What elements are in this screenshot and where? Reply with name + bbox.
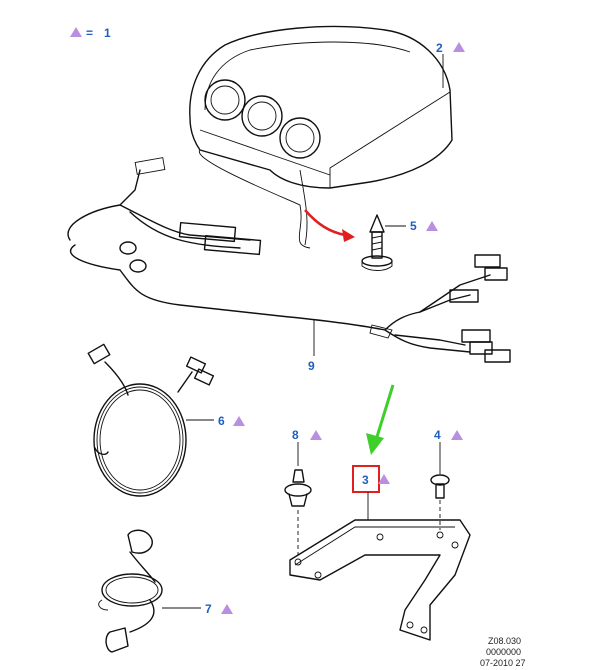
svg-text:Z08.030: Z08.030: [488, 636, 521, 646]
highlight-box: [352, 465, 380, 493]
triangle-icon: [426, 221, 438, 231]
callout-9[interactable]: 9: [308, 320, 315, 373]
triangle-icon: [378, 474, 390, 484]
callout-2[interactable]: 2: [436, 41, 465, 88]
green-arrow: [374, 384, 395, 441]
svg-text:5: 5: [410, 219, 417, 233]
bracket-3[interactable]: [289, 519, 471, 641]
screw-part-4[interactable]: [430, 474, 450, 530]
triangle-icon: [233, 416, 245, 426]
callout-5[interactable]: 5: [385, 219, 438, 233]
reference-code: Z08.030 0000000 07-2010 27: [480, 636, 526, 668]
legend: = 1: [70, 26, 111, 40]
callout-8[interactable]: 8: [292, 428, 322, 466]
callout-6[interactable]: 6: [186, 414, 245, 428]
svg-text:07-2010 27: 07-2010 27: [480, 658, 526, 668]
callout-3[interactable]: 3: [352, 465, 390, 520]
triangle-icon: [453, 42, 465, 52]
svg-text:9: 9: [308, 359, 315, 373]
callout-4[interactable]: 4: [434, 428, 463, 474]
green-arrow-head: [366, 433, 384, 455]
red-arrow: [304, 209, 346, 237]
triangle-icon: [70, 27, 82, 37]
coiled-cable-6[interactable]: [87, 343, 215, 497]
red-arrow-head: [342, 229, 355, 242]
triangle-icon: [451, 430, 463, 440]
wiring-harness[interactable]: [67, 157, 511, 363]
triangle-icon: [310, 430, 322, 440]
svg-text:8: 8: [292, 428, 299, 442]
legend-value: 1: [104, 26, 111, 40]
triangle-icon: [221, 604, 233, 614]
svg-text:7: 7: [205, 602, 212, 616]
svg-text:3: 3: [362, 473, 369, 487]
legend-equals: =: [86, 26, 93, 40]
svg-text:2: 2: [436, 41, 443, 55]
push-clip-8[interactable]: [284, 469, 312, 555]
bulb-cable-7[interactable]: [98, 529, 163, 653]
svg-text:6: 6: [218, 414, 225, 428]
svg-text:0000000: 0000000: [486, 647, 521, 657]
callout-7[interactable]: 7: [162, 602, 233, 616]
screw-part-5[interactable]: [361, 214, 393, 271]
gauge-pod-housing[interactable]: [189, 25, 453, 249]
svg-text:4: 4: [434, 428, 441, 442]
